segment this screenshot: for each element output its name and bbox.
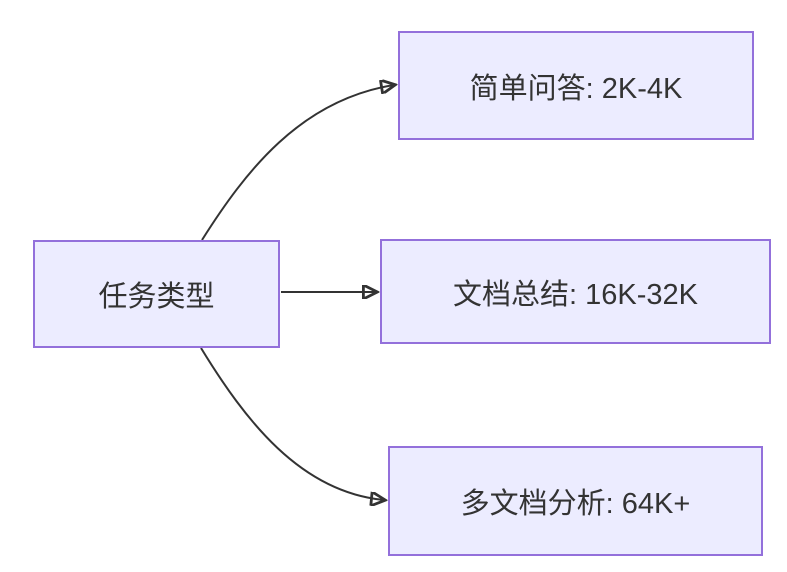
node-task-type: 任务类型 xyxy=(33,240,280,348)
node-doc-summary: 文档总结: 16K-32K xyxy=(380,239,771,344)
node-task-type-label: 任务类型 xyxy=(98,281,215,313)
node-multi-doc-analysis-label: 多文档分析: 64K+ xyxy=(460,488,691,520)
node-simple-qa-label: 简单问答: 2K-4K xyxy=(469,72,683,105)
edge-root-to-bottom xyxy=(200,347,384,500)
edge-root-to-top xyxy=(201,85,394,241)
node-multi-doc-analysis: 多文档分析: 64K+ xyxy=(388,446,763,556)
node-doc-summary-label: 文档总结: 16K-32K xyxy=(453,278,698,311)
node-simple-qa: 简单问答: 2K-4K xyxy=(398,31,754,140)
